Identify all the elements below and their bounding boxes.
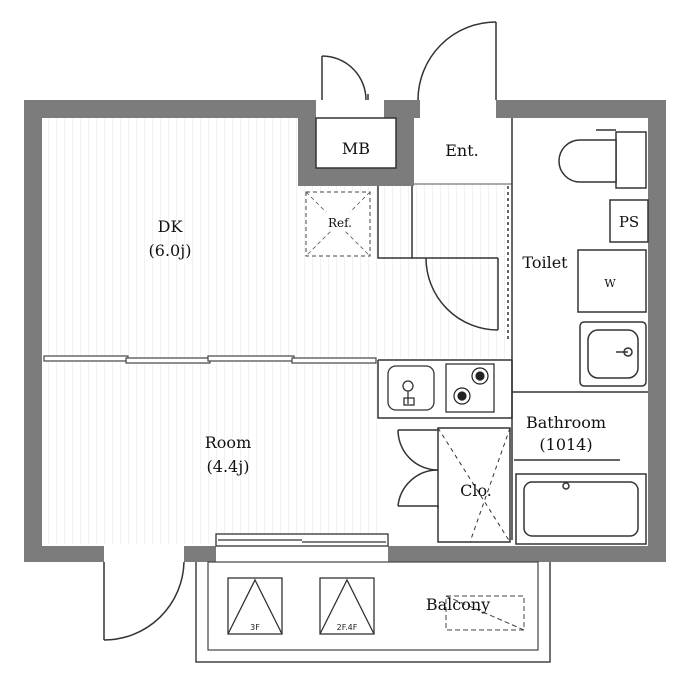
balcony-unit [445, 595, 525, 631]
entrance-floor [414, 118, 512, 184]
hatch-right-label: 2F.4F [337, 623, 358, 632]
pipe-space-label: PS [619, 213, 639, 231]
washer-space [577, 249, 647, 313]
bathroom-label: Bathroom [526, 413, 606, 432]
hatch-left [227, 577, 283, 635]
room-partition [43, 355, 377, 364]
balcony-label: Balcony [426, 595, 490, 614]
balcony-outline [195, 561, 551, 663]
stove [445, 363, 495, 413]
meter-box-label: MB [342, 139, 370, 158]
meter-box [315, 117, 397, 169]
pipe-space [609, 199, 649, 243]
toilet-partitions [507, 118, 648, 540]
dk-label: DK [158, 217, 184, 236]
washer-label: W [604, 277, 616, 290]
toilet-fixture [558, 129, 647, 189]
room-area: (4.4j) [207, 457, 250, 476]
room-label: Room [205, 433, 251, 452]
balcony-window[interactable] [215, 533, 389, 547]
refrigerator [305, 191, 371, 257]
dk-area: (6.0j) [149, 241, 192, 260]
bathroom-size: (1014) [539, 435, 592, 454]
closet [437, 427, 511, 543]
hatch-right [319, 577, 375, 635]
balcony-door[interactable] [103, 561, 185, 641]
kitchen-sink [387, 365, 435, 411]
closet-label: Clo. [460, 481, 492, 500]
entrance-door[interactable] [417, 21, 497, 101]
refrigerator-label: Ref. [328, 216, 352, 230]
bathtub [515, 473, 647, 545]
entrance-label: Ent. [445, 141, 479, 160]
toilet-hall-door[interactable] [425, 257, 499, 331]
meter-box-door[interactable] [321, 55, 369, 101]
room-floor [40, 362, 380, 544]
hatch-left-label: 3F [250, 623, 260, 632]
washbasin [579, 321, 647, 387]
toilet-label: Toilet [522, 253, 568, 272]
entry-partitions [377, 186, 426, 259]
exterior-walls [24, 100, 666, 562]
closet-doors[interactable] [397, 429, 439, 508]
